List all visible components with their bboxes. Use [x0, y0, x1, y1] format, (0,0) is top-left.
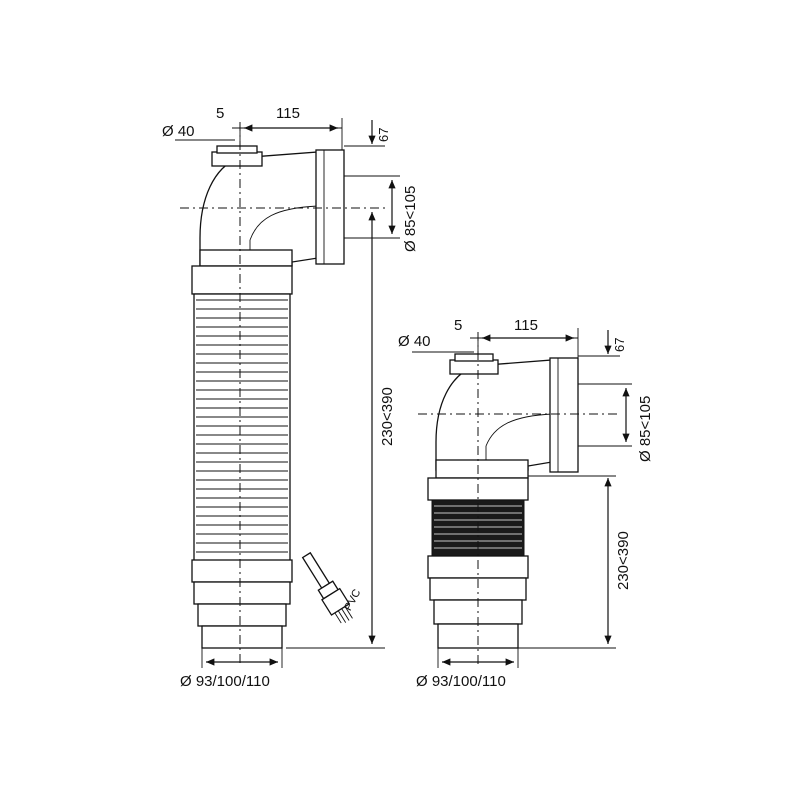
left-dim-horizontal: 115 [276, 105, 300, 122]
left-fitting [180, 122, 385, 664]
right-dimensions [412, 328, 632, 668]
right-dim-offset: 5 [454, 317, 462, 334]
left-dimensions [175, 118, 400, 668]
right-inlet-flange [549, 357, 579, 473]
left-inlet-flange [315, 149, 345, 265]
left-hose-ribs [196, 299, 288, 553]
left-corrugated-hose [193, 293, 291, 563]
right-dim-horizontal: 115 [514, 317, 538, 334]
left-lower-collar [191, 559, 293, 583]
right-fitting [418, 332, 620, 664]
left-dim-inlet-diameter: Ø 85<105 [402, 186, 419, 252]
left-top-collar [199, 249, 293, 267]
left-dim-offset: 5 [216, 105, 224, 122]
right-dim-inlet-diameter: Ø 85<105 [637, 396, 654, 462]
right-dim-outlet-diameter: Ø 40 [398, 333, 431, 350]
right-top-collar [435, 459, 529, 479]
left-dim-outlet-diameter: Ø 40 [162, 123, 195, 140]
right-elbow-body [435, 359, 553, 471]
right-vent-tube [449, 359, 499, 375]
left-spigot-lower [201, 625, 283, 649]
left-vent-tube [211, 151, 263, 167]
left-dim-inlet-depth: 67 [376, 128, 391, 142]
right-dim-length: 230<390 [615, 531, 632, 590]
left-spigot-upper [197, 603, 287, 627]
left-dim-base-diameter: Ø 93/100/110 [180, 673, 270, 690]
left-material-label: PVC [342, 587, 363, 613]
right-dim-base-diameter: Ø 93/100/110 [416, 673, 506, 690]
left-dim-length: 230<390 [379, 387, 396, 446]
right-dim-inlet-depth: 67 [612, 338, 627, 352]
pvc-brush-icon [301, 551, 353, 624]
